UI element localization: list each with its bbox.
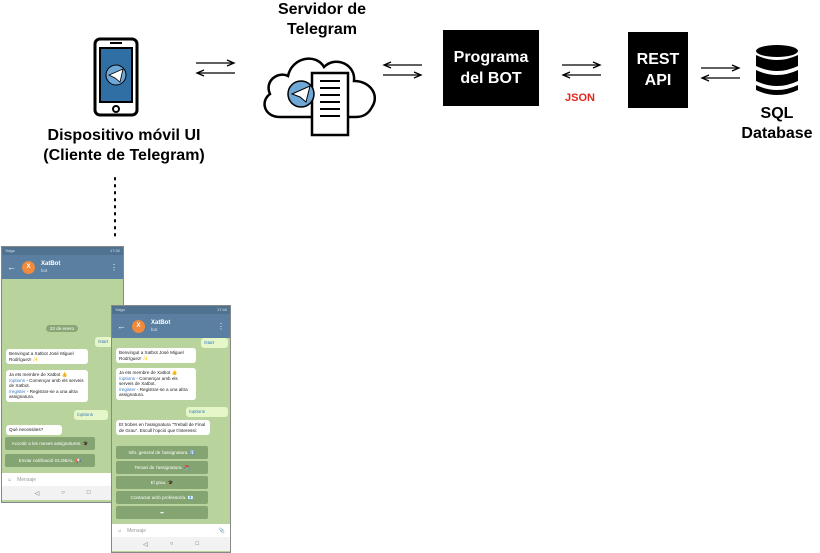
msg-welcome-text: Benvingut a Xatbot José Miguel Rodríguez… xyxy=(119,350,184,361)
status-carrier: Yoigo xyxy=(5,248,15,253)
msg-welcome: Benvingut a Xatbot José Miguel Rodríguez… xyxy=(6,349,88,365)
msg-welcome-text: Benvingut a Xatbot José Miguel Rodríguez… xyxy=(9,351,74,362)
message-input-bar[interactable]: ☺ Mensaje 📎 xyxy=(112,524,230,537)
emoji-icon[interactable]: ☺ xyxy=(7,476,13,483)
nav-recent-icon[interactable]: □ xyxy=(86,490,91,496)
msg-member: Ja ets membre de Xatbot 👍 /options - Com… xyxy=(116,368,196,400)
msg-start-text: /start xyxy=(204,340,215,345)
keyboard-button-1[interactable]: Accedir a les meves assignatures. 🎓 xyxy=(5,437,95,450)
sql-label: SQL Database xyxy=(730,104,820,144)
msg-start-text: /start xyxy=(98,339,109,344)
options-command[interactable]: /options xyxy=(119,375,136,381)
msg-member-text: Ja ets membre de Xatbot 👍 xyxy=(119,370,178,375)
sql-line1: SQL xyxy=(760,105,794,122)
dotted-connector xyxy=(114,177,116,237)
date-chip: 22 de enero xyxy=(46,325,79,332)
emoji-icon[interactable]: ☺ xyxy=(117,527,123,534)
nav-back-icon[interactable]: ◁ xyxy=(34,490,40,497)
nav-recent-icon[interactable]: □ xyxy=(195,541,199,547)
keyboard-button-2[interactable]: Temari de l'assignatura. 📚 xyxy=(116,461,208,474)
chat-header: ← X XatBot bot ⋮ xyxy=(2,255,123,279)
rest-line1: REST xyxy=(636,51,680,68)
message-input-bar[interactable]: ☺ Mensaje 📎 xyxy=(2,473,123,486)
keyboard-button-1[interactable]: Info. general de l'assignatura. ℹ️ xyxy=(116,446,208,459)
msg-options: /options xyxy=(74,410,108,420)
android-nav-bar: ◁ ○ □ xyxy=(112,537,230,551)
msg-options: /options xyxy=(186,407,228,417)
msg-question-text: Et trobes en l'assignatura "Treball de F… xyxy=(119,422,206,433)
telegram-screenshot-1: Yoigo 17:32 ← X XatBot bot ⋮ 22 de enero… xyxy=(1,246,124,503)
msg-options-text: /options xyxy=(77,412,94,417)
attach-icon[interactable]: 📎 xyxy=(218,527,225,534)
back-arrow-icon[interactable]: ← xyxy=(117,321,126,331)
server-label: Servidor de Telegram xyxy=(252,0,392,40)
bot-avatar: X xyxy=(132,319,145,333)
telegram-server-icon xyxy=(263,57,377,137)
nav-home-icon[interactable]: ○ xyxy=(169,541,174,547)
bot-name: XatBot xyxy=(151,320,171,326)
status-time: 17:40 xyxy=(216,307,227,312)
sql-line2: Database xyxy=(741,125,813,142)
device-label-line2: (Cliente de Telegram) xyxy=(43,147,205,164)
more-menu-icon[interactable]: ⋮ xyxy=(110,262,118,272)
status-bar: Yoigo 17:32 xyxy=(2,247,123,255)
msg-question: Et trobes en l'assignatura "Treball de F… xyxy=(116,420,210,436)
device-label-line1: Dispositivo móvil UI xyxy=(47,127,201,144)
msg-member-text: Ja ets membre de Xatbot 👍 xyxy=(9,372,68,377)
keyboard-button-5[interactable]: ⬅ xyxy=(116,506,208,519)
more-menu-icon[interactable]: ⋮ xyxy=(217,321,225,331)
status-carrier: Yoigo xyxy=(115,307,125,312)
bot-name: XatBot xyxy=(41,261,61,267)
server-label-line1: Servidor de xyxy=(277,1,367,18)
bot-subtitle: bot xyxy=(151,327,158,332)
nav-home-icon[interactable]: ○ xyxy=(61,490,65,496)
bot-program-box: Programa del BOT xyxy=(443,30,539,106)
msg-question: Què necessites? xyxy=(6,425,62,435)
message-input[interactable]: Mensaje xyxy=(127,527,147,534)
msg-question-text: Què necessites? xyxy=(9,427,44,432)
options-desc: - Començar amb els serveis de Xatbot. xyxy=(119,375,178,387)
android-nav-bar: ◁ ○ □ xyxy=(2,486,123,500)
arrow-rest-db xyxy=(700,64,741,82)
json-label: JSON xyxy=(565,92,595,104)
msg-member: Ja ets membre de Xatbot 👍 /options - Com… xyxy=(6,370,88,402)
msg-start: /start xyxy=(95,337,122,347)
register-desc: - Registrar-se a una altra assignatura. xyxy=(119,386,188,398)
device-label: Dispositivo móvil UI (Cliente de Telegra… xyxy=(8,126,240,166)
options-desc: - Començar amb els serveis de Xatbot. xyxy=(9,377,84,389)
register-command[interactable]: /register xyxy=(119,386,136,392)
telegram-screenshot-2: Yoigo 17:40 ← X XatBot bot ⋮ /start Benv… xyxy=(111,305,231,553)
keyboard-button-3[interactable]: El grau. 🎓 xyxy=(116,476,208,489)
keyboard-button-2[interactable]: Enviar notificació GLOBAL. 📢 xyxy=(5,454,95,467)
message-input[interactable]: Mensaje xyxy=(17,476,37,483)
msg-welcome: Benvingut a Xatbot José Miguel Rodríguez… xyxy=(116,348,196,364)
arrow-bot-rest xyxy=(561,61,602,79)
bot-line1: Programa xyxy=(453,49,529,66)
bot-avatar: X xyxy=(22,260,35,274)
rest-line2: API xyxy=(644,72,672,89)
status-bar: Yoigo 17:40 xyxy=(112,306,230,314)
status-time: 17:32 xyxy=(109,248,120,253)
register-desc: - Registrar-se a una altra assignatura. xyxy=(9,388,78,400)
arrow-server-bot xyxy=(382,61,423,79)
bot-subtitle: bot xyxy=(41,268,48,273)
nav-back-icon[interactable]: ◁ xyxy=(143,541,148,548)
bot-line2: del BOT xyxy=(460,70,522,87)
chat-header: ← X XatBot bot ⋮ xyxy=(112,314,230,338)
rest-api-box: REST API xyxy=(628,32,688,108)
keyboard-button-4[interactable]: Contactar amb professor/a. 📧 xyxy=(116,491,208,504)
msg-start: /start xyxy=(201,338,228,348)
arrow-phone-server xyxy=(195,59,236,77)
server-label-line2: Telegram xyxy=(287,21,357,38)
register-command[interactable]: /register xyxy=(9,388,26,394)
options-command[interactable]: /options xyxy=(9,377,26,383)
msg-options-text: /options xyxy=(189,409,206,414)
database-icon xyxy=(756,45,798,95)
back-arrow-icon[interactable]: ← xyxy=(7,262,16,272)
phone-icon xyxy=(93,37,139,117)
